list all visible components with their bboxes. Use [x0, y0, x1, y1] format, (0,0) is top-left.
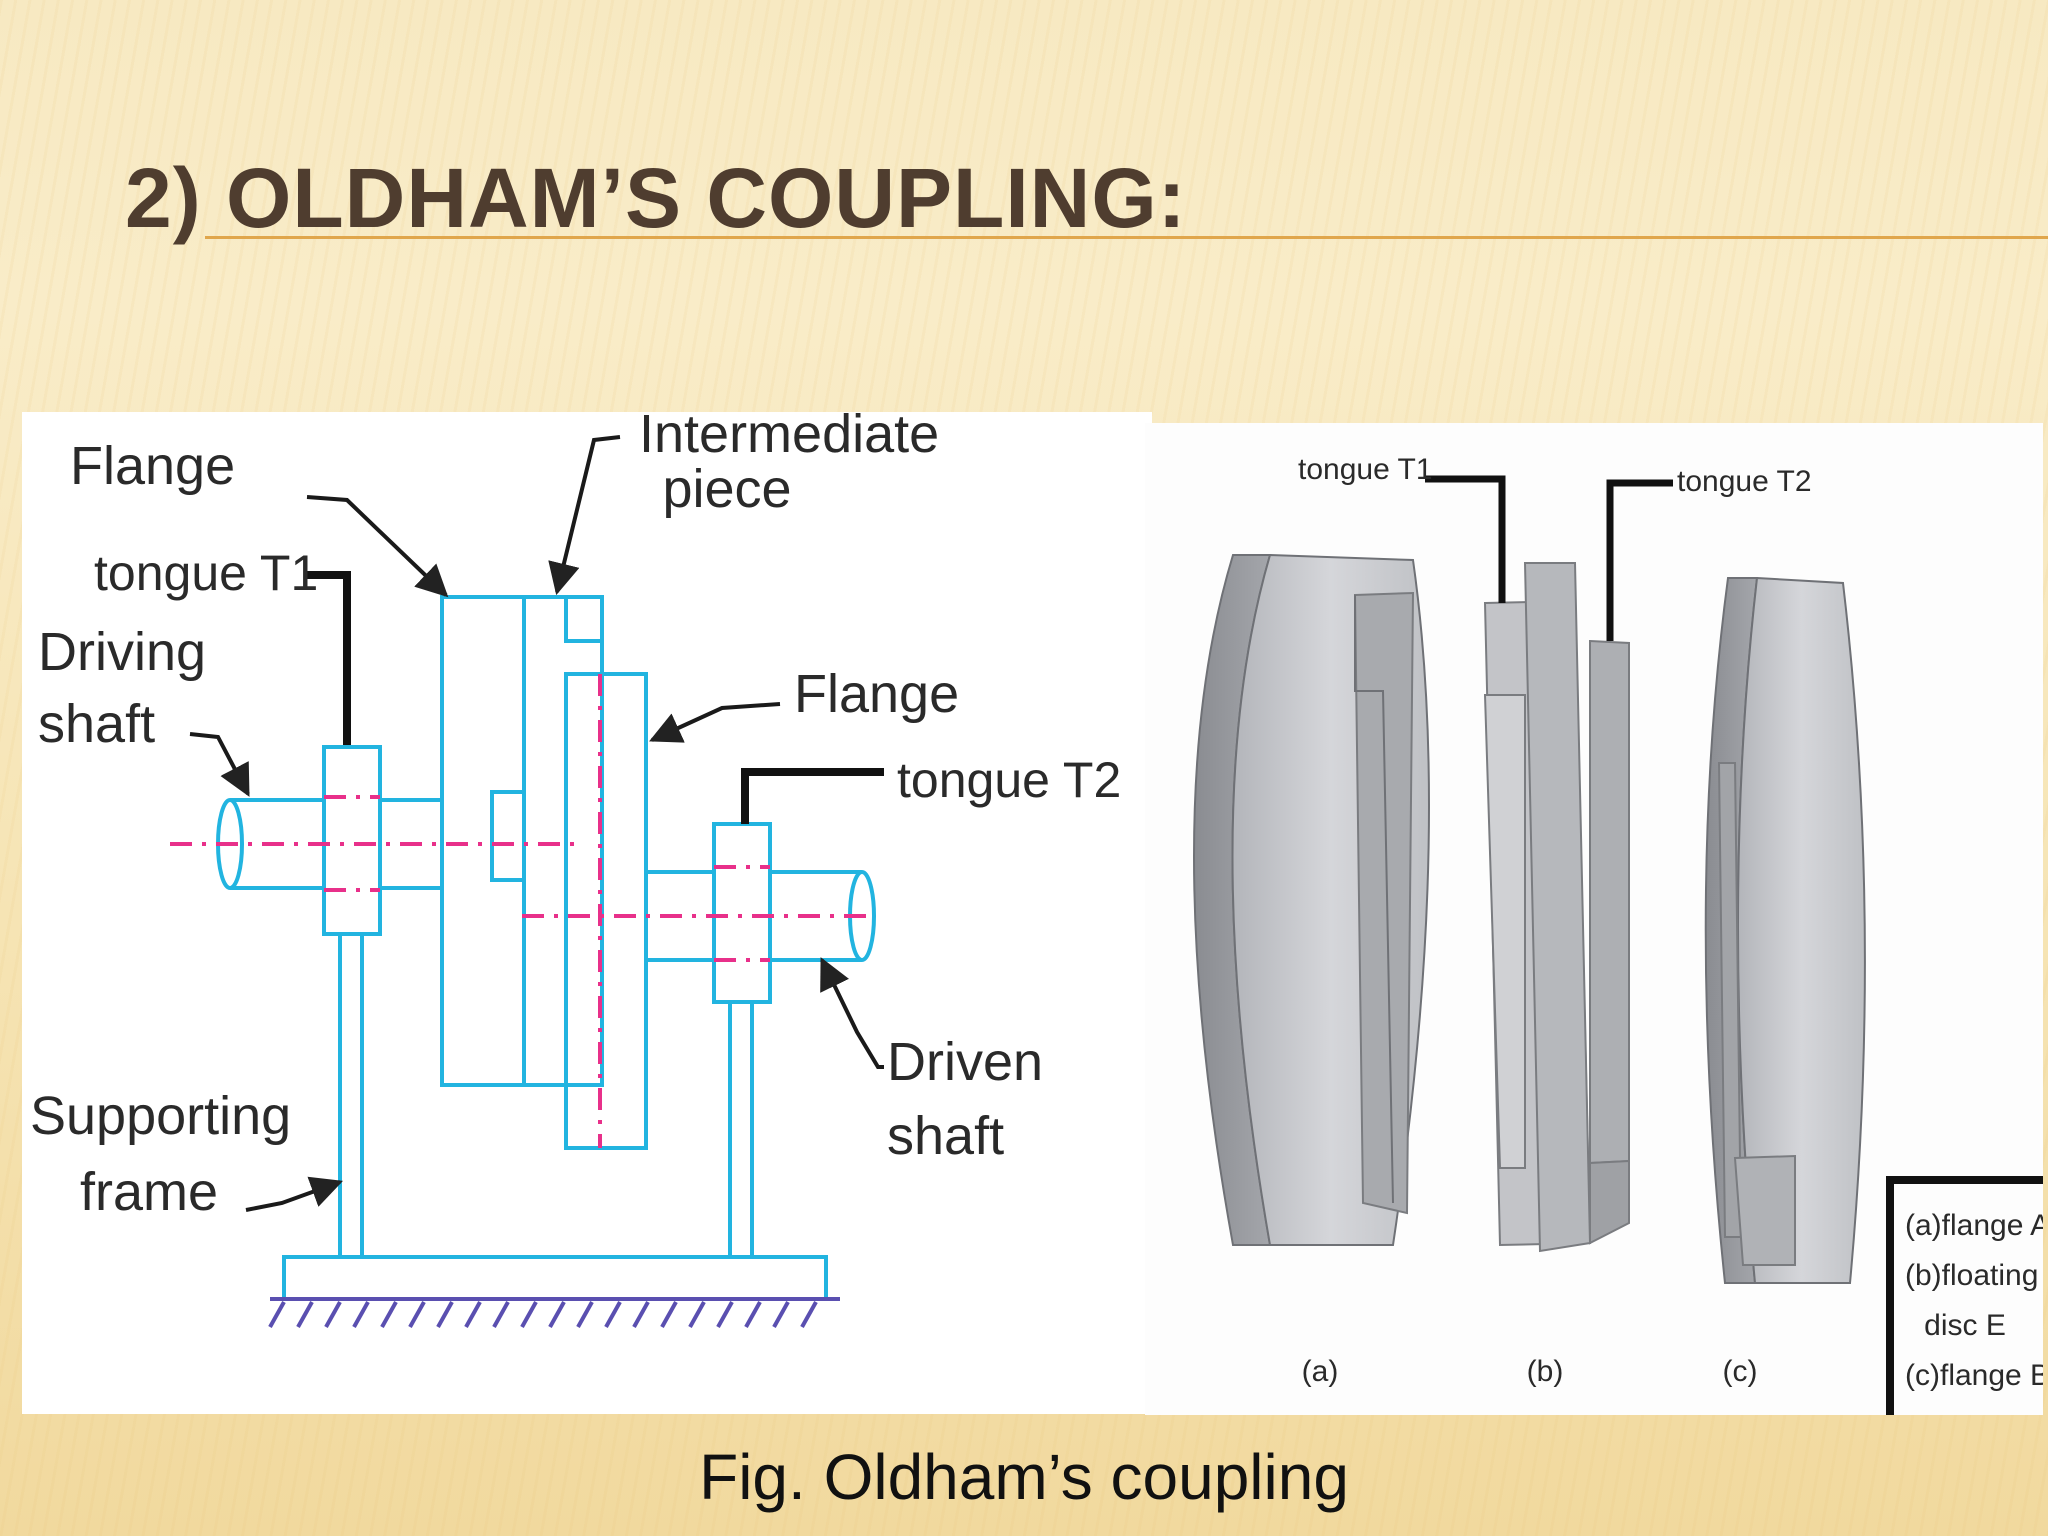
oldham-3d-parts: tongue T1 tongue T2 (a) (b) (c) (a)flang…: [1193, 453, 2048, 1415]
label-3d-tongue-t2: tongue T2: [1677, 465, 1812, 498]
label-tongue-t1: tongue T1: [94, 545, 318, 601]
base-plate: [282, 1255, 828, 1301]
part-b-floating-disc: [1483, 562, 1630, 1253]
legend-line-1: (a)flange A: [1905, 1209, 2043, 1242]
right-diagram-labels: tongue T1 tongue T2 (a) (b) (c): [1298, 453, 1812, 1388]
right-diagram-panel: tongue T1 tongue T2 (a) (b) (c) (a)flang…: [1145, 423, 2048, 1415]
intermediate-piece: [490, 595, 604, 1087]
supporting-frame-right: [712, 822, 772, 1257]
ground-hatching: [268, 1297, 840, 1328]
slide-title: 2) OLDHAM’S COUPLING:: [125, 151, 1187, 245]
title-underline: [205, 236, 2048, 239]
legend-line-2: (b)floating: [1905, 1259, 2038, 1292]
label-3d-tongue-t1: tongue T1: [1298, 453, 1433, 486]
flange-a: [440, 595, 526, 1087]
legend-line-3: disc E: [1924, 1309, 2006, 1342]
label-intermediate-1: Intermediate: [639, 412, 939, 464]
label-part-c: (c): [1723, 1355, 1758, 1388]
left-diagram-labels: Flange Intermediate piece tongue T1 Driv…: [30, 404, 1121, 1222]
label-driven-1: Driven: [887, 1032, 1043, 1092]
label-tongue-t2: tongue T2: [897, 752, 1121, 808]
label-driven-2: shaft: [887, 1106, 1004, 1166]
part-a-flange: [1193, 553, 1430, 1246]
label-supporting-2: frame: [80, 1162, 218, 1222]
left-diagram-panel: Flange Intermediate piece tongue T1 Driv…: [22, 404, 1152, 1414]
supporting-frame-left: [322, 745, 382, 1257]
parts-legend: (a)flange A (b)floating disc E (c)flange…: [1886, 1176, 2048, 1415]
centre-lines: [170, 674, 868, 1148]
flange-b: [564, 672, 648, 1150]
label-driving-1: Driving: [38, 622, 206, 682]
tongue-leaders-3d: [1425, 475, 1673, 641]
label-driving-2: shaft: [38, 694, 155, 754]
label-flange-top: Flange: [70, 436, 235, 496]
tongue-leaders: [304, 571, 884, 824]
oldham-line-diagram: Flange Intermediate piece tongue T1 Driv…: [30, 404, 1121, 1328]
callout-lines: [189, 435, 884, 1212]
label-supporting-1: Supporting: [30, 1086, 291, 1146]
figure-caption: Fig. Oldham’s coupling: [699, 1441, 1349, 1513]
legend-line-4: (c)flange B: [1905, 1359, 2043, 1392]
part-c-flange: [1704, 576, 1866, 1284]
label-part-b: (b): [1527, 1355, 1564, 1388]
label-intermediate-2: piece: [662, 459, 791, 519]
label-part-a: (a): [1302, 1355, 1339, 1388]
label-flange-right: Flange: [794, 664, 959, 724]
